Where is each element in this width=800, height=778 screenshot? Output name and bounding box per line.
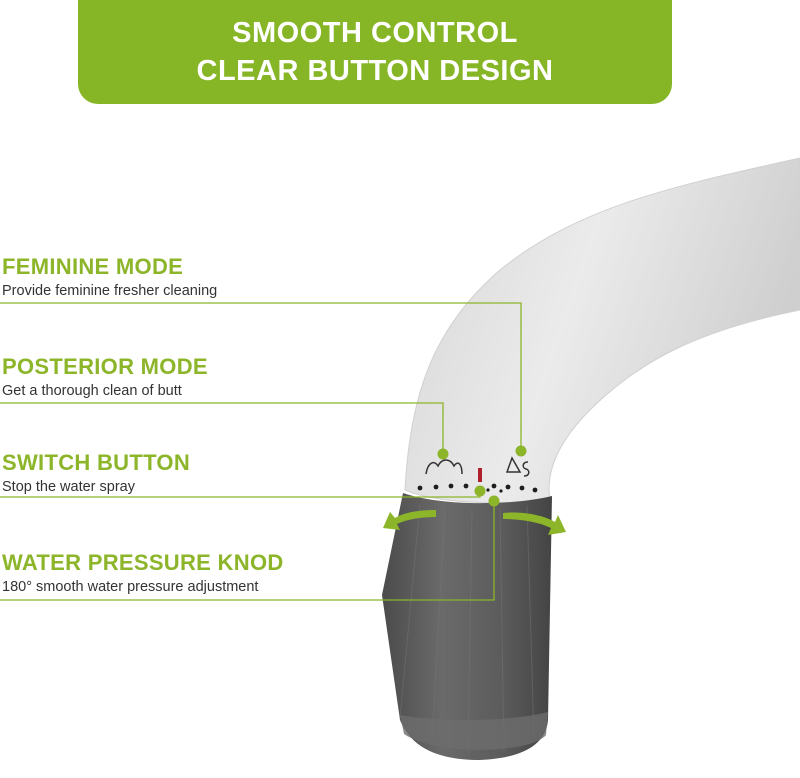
posterior-mode-icon [505,456,530,477]
switch-indicator [478,468,482,482]
feature-description: Provide feminine fresher cleaning [2,283,218,299]
leader-lines [0,302,522,601]
feature-description: 180° smooth water pressure adjustment [2,579,259,595]
bidet-arm [404,157,800,504]
feature-title: WATER PRESSURE KNOD [2,550,284,575]
callout-dots [437,445,527,507]
knob-tip [400,712,548,750]
banner-title-line2: CLEAR BUTTON DESIGN [196,55,554,87]
feminine-mode-icon [425,459,463,475]
feature-posterior-mode: POSTERIOR MODE Get a thorough clean of b… [2,354,208,400]
feature-title: POSTERIOR MODE [2,354,208,379]
rotate-right-arrow [503,512,566,535]
rotate-left-arrow [383,510,436,530]
feature-switch-button: SWITCH BUTTON Stop the water spray [2,450,190,496]
water-pressure-knob [382,493,552,760]
banner-title-line1: SMOOTH CONTROL [232,17,518,49]
dial-dots [417,483,538,493]
feature-water-pressure-knob: WATER PRESSURE KNOD 180° smooth water pr… [2,550,284,596]
knob-facets [399,504,535,753]
feature-description: Stop the water spray [2,479,135,495]
feature-title: FEMININE MODE [2,254,184,279]
feature-title: SWITCH BUTTON [2,450,191,475]
header-banner: SMOOTH CONTROL CLEAR BUTTON DESIGN [78,0,672,104]
feature-description: Get a thorough clean of butt [2,383,182,399]
feature-feminine-mode: FEMININE MODE Provide feminine fresher c… [2,254,217,300]
